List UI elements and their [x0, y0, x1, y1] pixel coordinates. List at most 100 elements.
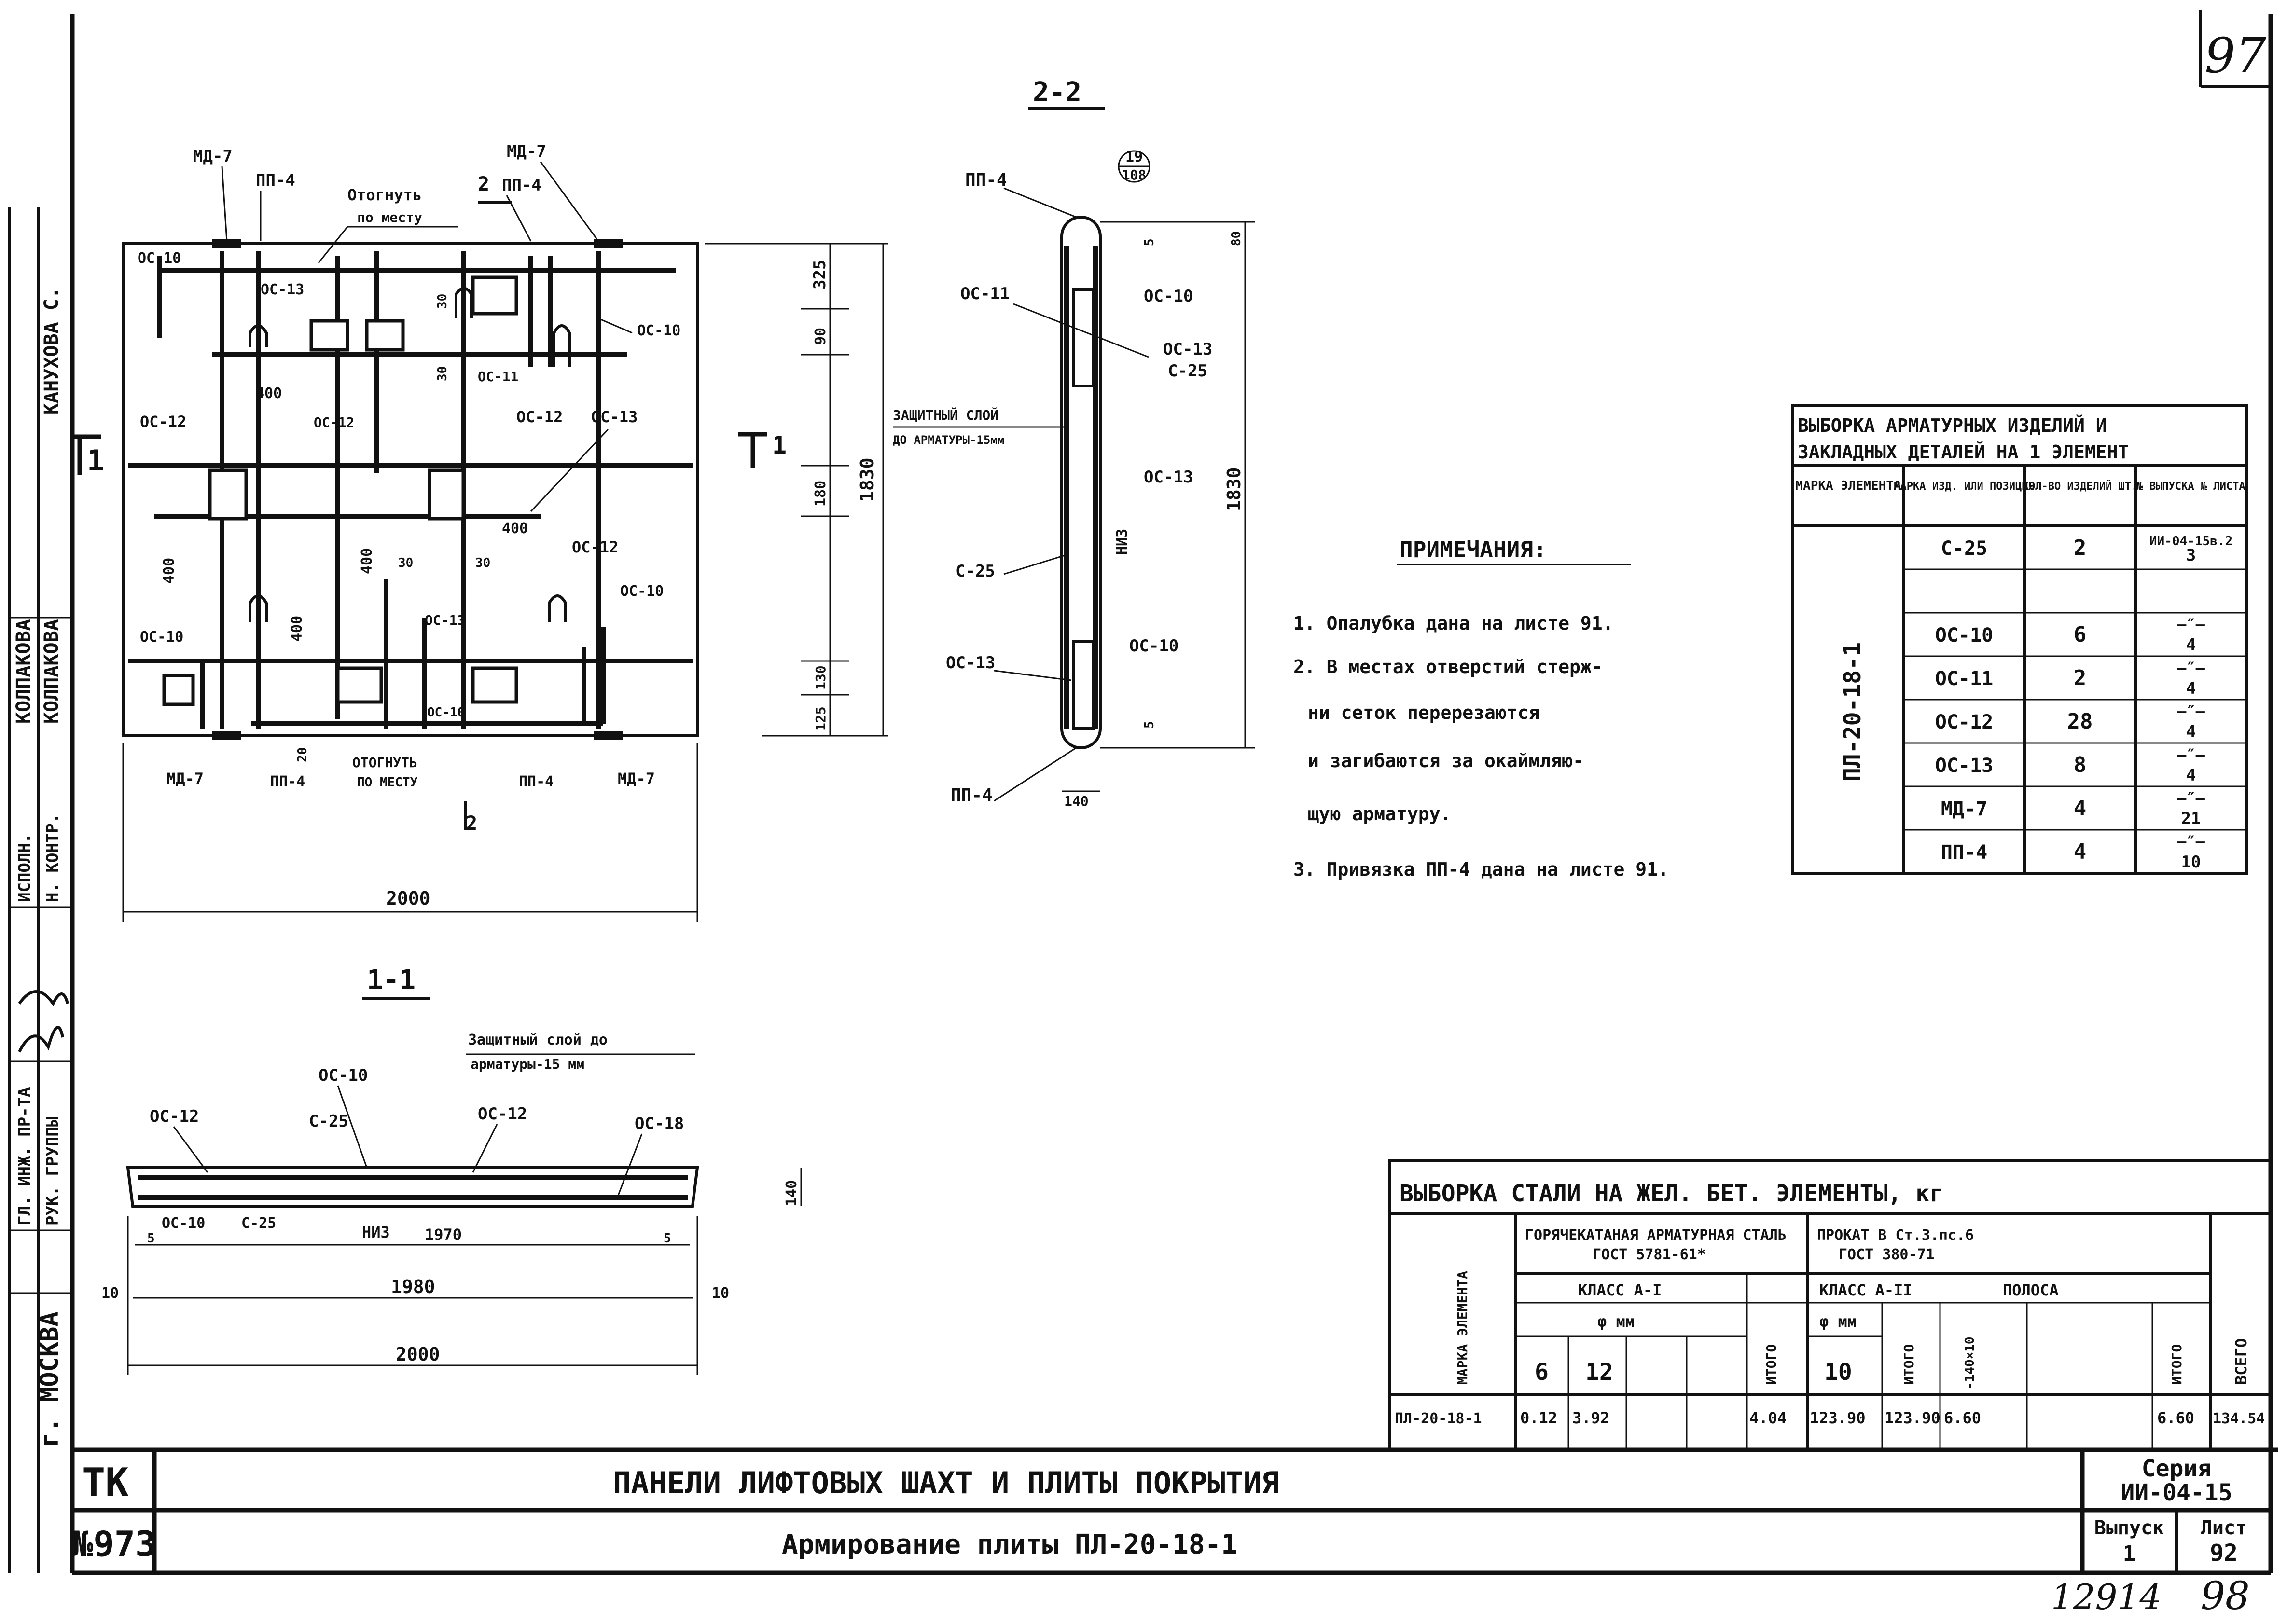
- dim: 125: [813, 706, 829, 731]
- table-title: ЗАКЛАДНЫХ ДЕТАЛЕЙ НА 1 ЭЛЕМЕНТ: [1798, 441, 2129, 463]
- dim: 400: [161, 558, 178, 584]
- label-oc13: ОС-13: [425, 612, 465, 628]
- plan-view: МД-7 ПП-4 МД-7 ПП-4 Отогнуть по месту 2 …: [72, 142, 888, 922]
- cover-note: Защитный слой до: [468, 1032, 608, 1048]
- name-label: КОЛПАКОВА: [41, 619, 63, 724]
- label-pp4: ПП-4: [965, 170, 1007, 190]
- label-bend: по месту: [357, 209, 422, 225]
- table-steel: ВЫБОРКА СТАЛИ НА ЖЕЛ. БЕТ. ЭЛЕМЕНТЫ, кг …: [1388, 1159, 2272, 1451]
- cell-mark: ОС-10: [1935, 624, 1993, 647]
- label-oc13: ОС-13: [1144, 468, 1193, 487]
- note-line: и загибаются за окаймляю-: [1308, 750, 1584, 771]
- cell: 6.60: [2157, 1409, 2194, 1427]
- circle-top: 19: [1125, 149, 1143, 165]
- dim: 90: [812, 328, 829, 345]
- dim: 30: [398, 556, 413, 570]
- cell: 4.04: [1749, 1409, 1787, 1427]
- note-line: 3. Привязка ПП-4 дана на листе 91.: [1293, 859, 1669, 880]
- notes: ПРИМЕЧАНИЯ: 1. Опалубка дана на листе 91…: [1293, 537, 1669, 880]
- table-items: ВЫБОРКА АРМАТУРНЫХ ИЗДЕЛИЙ И ЗАКЛАДНЫХ Д…: [1791, 404, 2248, 875]
- col-header: φ мм: [1597, 1312, 1635, 1331]
- label-bend: Отогнуть: [347, 186, 422, 204]
- col-header: ИТОГО: [2169, 1344, 2185, 1385]
- label-oc12: ОС-12: [516, 408, 563, 426]
- note-line: 2. В местах отверстий стерж-: [1293, 656, 1603, 677]
- view-title: 1-1: [367, 964, 416, 996]
- dim: 1980: [391, 1276, 435, 1297]
- series-value: ИИ-04-15: [2121, 1479, 2232, 1506]
- sheet-frame: [8, 14, 2278, 1575]
- col-header: ГОРЯЧЕКАТАНАЯ АРМАТУРНАЯ СТАЛЬ: [1525, 1227, 1787, 1244]
- left-strip: г. МОСКВА РУК. ГРУППЫ ГЛ. ИНЖ. ПР-ТА Н. …: [13, 287, 69, 1447]
- dim: 2000: [396, 1344, 440, 1365]
- label-oc13: ОС-13: [261, 281, 304, 298]
- note-line: щую арматуру.: [1308, 803, 1451, 825]
- col-header: ГОСТ 380-71: [1839, 1246, 1935, 1263]
- label-oc10: ОС-10: [427, 705, 465, 720]
- title: ПАНЕЛИ ЛИФТОВЫХ ШАХТ И ПЛИТЫ ПОКРЫТИЯ: [613, 1465, 1279, 1500]
- label-oc11: ОС-11: [478, 369, 518, 385]
- dim: 130: [813, 665, 829, 690]
- dim: 10: [712, 1285, 729, 1302]
- col-header: МАРКА ЭЛЕМЕНТА: [1795, 479, 1901, 493]
- cell-mark: С-25: [1941, 537, 1987, 560]
- dim: 400: [289, 616, 305, 642]
- cell-qty: 4: [2074, 796, 2087, 821]
- sheet-number-box: 97: [2199, 10, 2271, 88]
- dim: 30: [475, 556, 490, 570]
- cover-note: ДО АРМАТУРЫ-15мм: [893, 433, 1004, 447]
- cell-ref: —″—: [2177, 702, 2205, 720]
- dim: 1970: [425, 1225, 462, 1244]
- row-mark: ПЛ-20-18-1: [1395, 1410, 1482, 1427]
- cell: 123.90: [1810, 1409, 1866, 1427]
- label-pp4: ПП-4: [519, 773, 554, 790]
- cell-sheet: 4: [2186, 722, 2196, 742]
- col-header: КОЛ-ВО ИЗДЕЛИЙ ШТ.: [2023, 480, 2137, 493]
- label-bend: ПО МЕСТУ: [357, 775, 418, 790]
- col-header: МАРКА ИЗД. ИЛИ ПОЗИЦИЯ: [1894, 481, 2034, 493]
- label-oc11: ОС-11: [960, 284, 1010, 303]
- cell-qty: 28: [2067, 709, 2093, 734]
- label-niz: НИЗ: [1114, 529, 1131, 555]
- footer-number: 12914: [2051, 1577, 2162, 1617]
- name-label: КАНУХОВА С.: [41, 287, 63, 415]
- plate-outline: [122, 242, 699, 737]
- dim: 5: [1142, 238, 1157, 246]
- cell-sheet: 4: [2186, 635, 2196, 655]
- label-oc13: ОС-13: [946, 653, 995, 673]
- name-label: КОЛПАКОВА: [13, 619, 35, 724]
- cell-ref: —″—: [2177, 789, 2205, 807]
- col-header: φ мм: [1819, 1312, 1857, 1331]
- city-label: г. МОСКВА: [35, 1311, 64, 1447]
- label-bend: ОТОГНУТЬ: [352, 755, 417, 771]
- table-title: ВЫБОРКА СТАЛИ НА ЖЕЛ. БЕТ. ЭЛЕМЕНТЫ, кг: [1400, 1180, 1943, 1207]
- dim: 1830: [1223, 467, 1245, 511]
- label-oc12: ОС-12: [314, 414, 354, 430]
- table-title: ВЫБОРКА АРМАТУРНЫХ ИЗДЕЛИЙ И: [1798, 415, 2107, 436]
- label-oc10: ОС-10: [140, 629, 183, 646]
- wall-section: [1060, 216, 1102, 749]
- section-2-2: 2-2 19 108 ПП-4 ОС-11 ОС-10 ОС-13 С-25 З…: [893, 77, 1255, 809]
- label-md7: МД-7: [618, 770, 655, 788]
- role-label: ГЛ. ИНЖ. ПР-ТА: [15, 1087, 34, 1225]
- cover-note: ЗАЩИТНЫЙ СЛОЙ: [893, 407, 998, 423]
- cell-mark: ОС-12: [1935, 711, 1993, 733]
- series-label: Серия: [2142, 1455, 2212, 1482]
- label-oc10: ОС-10: [162, 1215, 205, 1232]
- plate-section: [126, 1166, 699, 1208]
- dim: 5: [1142, 721, 1157, 729]
- label-oc10: ОС-10: [1144, 287, 1193, 306]
- col-header: 6: [1535, 1359, 1549, 1386]
- dim: 30: [435, 366, 450, 381]
- dim: 140: [1064, 793, 1089, 809]
- col-header: 12: [1585, 1359, 1613, 1386]
- dim: 5: [147, 1231, 155, 1246]
- label-pp4: ПП-4: [256, 171, 295, 190]
- role-label: РУК. ГРУППЫ: [43, 1117, 62, 1225]
- cell-mark: МД-7: [1941, 798, 1987, 820]
- note-line: ни сеток перерезаются: [1308, 702, 1539, 723]
- label-c25: С-25: [241, 1215, 276, 1232]
- dim: 20: [295, 747, 310, 762]
- dim: 5: [664, 1231, 671, 1246]
